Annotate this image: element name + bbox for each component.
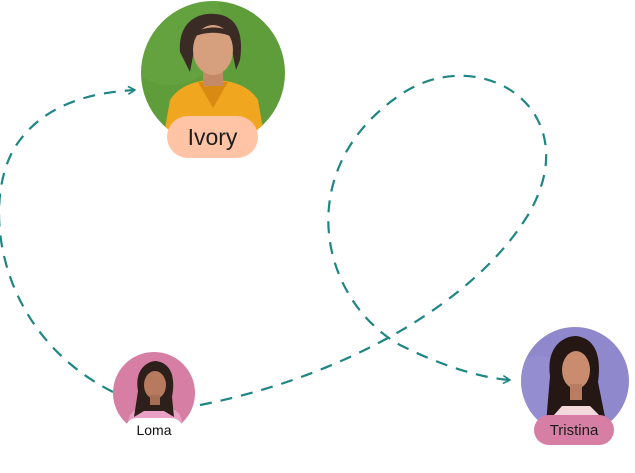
ivory-label: Ivory — [167, 116, 258, 158]
loma-label: Loma — [125, 418, 183, 442]
arrow-loma-to-ivory — [0, 85, 136, 393]
arrow-loma-to-tristina — [199, 74, 548, 407]
tristina-label: Tristina — [534, 415, 614, 445]
ivory-avatar[interactable] — [140, 0, 286, 146]
